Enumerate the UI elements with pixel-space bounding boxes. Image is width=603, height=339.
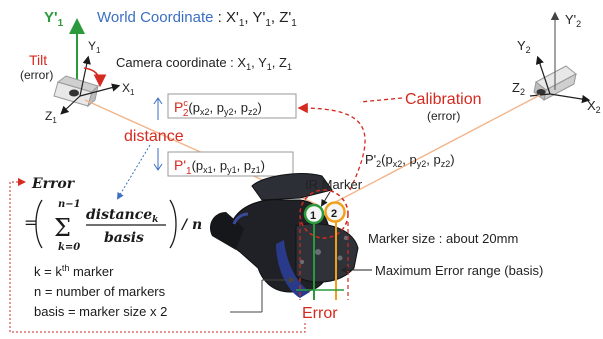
legend-k: k = kth marker — [34, 263, 114, 279]
cam2-world-y-label: Y'2 — [565, 12, 581, 29]
tilt-label: Tilt — [29, 52, 47, 68]
formula-lower: k=0 — [58, 242, 80, 253]
error-feedback-path — [9, 178, 306, 333]
ir-marker-pointer — [320, 191, 331, 207]
cam2-x-axis — [549, 93, 591, 104]
calibration-note: (error) — [427, 109, 460, 123]
ir-marker-label: IR Marker — [305, 177, 363, 192]
formula-close-paren — [169, 199, 177, 249]
ray-camera-2 — [329, 94, 541, 206]
formula-open-paren — [35, 199, 43, 249]
formula-numerator: distancek — [86, 207, 158, 225]
p2-label: P'2(px2, py2, pz2) — [365, 152, 455, 169]
marker-2-label: 2 — [331, 208, 337, 220]
camera-2-icon — [533, 65, 577, 101]
distance-label: distance — [124, 128, 184, 145]
max-error-label: Maximum Error range (basis) — [375, 263, 543, 278]
p1-label: P'1(px1, py1, pz1) — [174, 157, 265, 177]
cam2-x-label: X2 — [587, 98, 601, 115]
calibration-link — [359, 97, 403, 103]
tilt-arc — [83, 67, 107, 88]
marker-size-label: Marker size : about 20mm — [368, 231, 518, 246]
legend-basis: basis = marker size x 2 — [34, 304, 167, 319]
world-coordinate-text: World Coordinate : X'1, Y'1, Z'1 — [97, 9, 297, 29]
error-label: Error — [302, 305, 338, 322]
camera-1-icon — [53, 75, 99, 108]
calibration-label: Calibration — [405, 91, 481, 108]
cam1-x-axis — [79, 83, 121, 97]
formula-sigma: Σ — [54, 214, 71, 242]
cam2-z-label: Z2 — [512, 80, 525, 97]
marker-1-label: 1 — [310, 210, 316, 222]
formula-tail: / n — [180, 217, 202, 233]
pc2-box — [167, 93, 297, 119]
calibration-arrow — [297, 102, 366, 191]
formula-denominator: basis — [104, 230, 144, 246]
cam2-y-label: Y2 — [517, 38, 531, 55]
cam1-z-label: Z1 — [45, 109, 57, 125]
legend-n: n = number of markers — [34, 284, 166, 299]
tilt-note: (error) — [20, 68, 53, 82]
cam1-x-label: X1 — [122, 81, 135, 97]
cam2-y-axis — [535, 55, 551, 95]
p1-box — [167, 151, 294, 177]
distance-pointer — [116, 144, 151, 200]
camera-2: Y'2 Y2 X2 Z2 — [512, 11, 601, 115]
cam1-y-label: Y1 — [88, 39, 101, 55]
cam1-z-axis — [60, 95, 81, 115]
cam1-y-axis — [79, 55, 91, 97]
marker-range-circle — [299, 189, 349, 239]
cam1-world-y-label: Y'1 — [44, 9, 64, 29]
formula-lhs: Error — [31, 176, 76, 192]
camera-coordinate-text: Camera coordinate : X1, Y1, Z1 — [116, 55, 292, 72]
formula-upper: n−1 — [58, 199, 81, 210]
camera-1: Y'1 Y1 X1 Z1 — [44, 9, 135, 125]
formula-eq: = — [24, 213, 37, 232]
